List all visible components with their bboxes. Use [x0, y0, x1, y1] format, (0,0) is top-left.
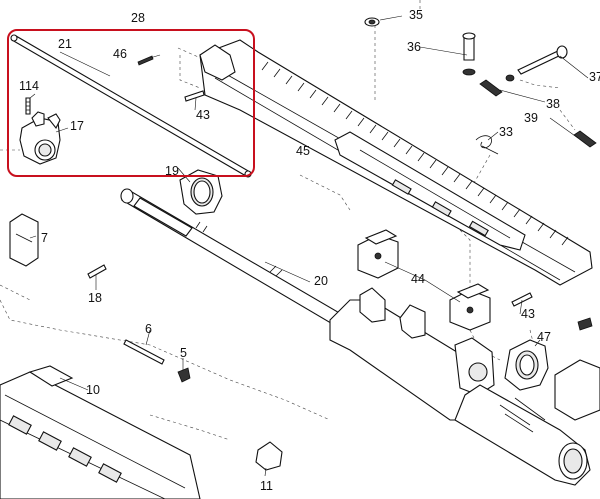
- callout-39: 39: [524, 111, 538, 125]
- clip-33: [475, 135, 499, 155]
- gas-tube-assembly: [329, 287, 591, 486]
- screw-36: [462, 32, 476, 76]
- callout-19: 19: [165, 164, 179, 178]
- bracket-7: [9, 213, 39, 267]
- callout-labels: 28 35 36 21 46 114 17 43 45 19 37 38 39 …: [19, 8, 600, 493]
- clip-11: [255, 441, 283, 471]
- part-right-edge: [554, 317, 600, 421]
- clamp-19: [179, 169, 223, 215]
- callout-45: 45: [296, 144, 310, 158]
- block-39: [573, 130, 597, 148]
- callout-20: 20: [314, 274, 328, 288]
- pin-6: [123, 339, 165, 365]
- mount-44-lower: [449, 283, 491, 331]
- callout-37: 37: [589, 70, 600, 84]
- pin-43-lower: [511, 292, 533, 307]
- callout-5: 5: [180, 346, 187, 360]
- callout-6: 6: [145, 322, 152, 336]
- block-38: [479, 79, 503, 97]
- callout-44: 44: [411, 272, 425, 286]
- pin-18: [87, 264, 107, 279]
- leader-lines: [29, 15, 589, 477]
- callout-10: 10: [86, 383, 100, 397]
- callout-47: 47: [537, 330, 551, 344]
- screw-37: [505, 45, 568, 82]
- callout-36: 36: [407, 40, 421, 54]
- callout-28: 28: [131, 11, 145, 25]
- spring-5: [177, 367, 191, 383]
- gas-block-17: [19, 111, 61, 165]
- callout-114: 114: [19, 79, 39, 93]
- rail-slots: [261, 61, 569, 246]
- highlight-box: [7, 29, 255, 177]
- mount-44-upper: [357, 229, 399, 279]
- screw-35: [364, 17, 380, 27]
- callout-43-lower: 43: [521, 307, 535, 321]
- callout-33: 33: [499, 125, 513, 139]
- spring-114: [25, 97, 31, 115]
- gas-plug-47: [504, 339, 549, 391]
- pin-46: [137, 55, 154, 66]
- callout-43-upper: 43: [196, 108, 210, 122]
- callout-38: 38: [546, 97, 560, 111]
- callout-11: 11: [260, 479, 273, 493]
- callout-18: 18: [88, 291, 102, 305]
- callout-46: 46: [113, 47, 127, 61]
- callout-21: 21: [58, 37, 72, 51]
- top-rail-part: [199, 39, 593, 286]
- callout-7: 7: [41, 231, 48, 245]
- handguard-10: [0, 365, 201, 499]
- pin-43-upper: [184, 90, 205, 102]
- callout-35: 35: [409, 8, 423, 22]
- callout-17: 17: [70, 119, 84, 133]
